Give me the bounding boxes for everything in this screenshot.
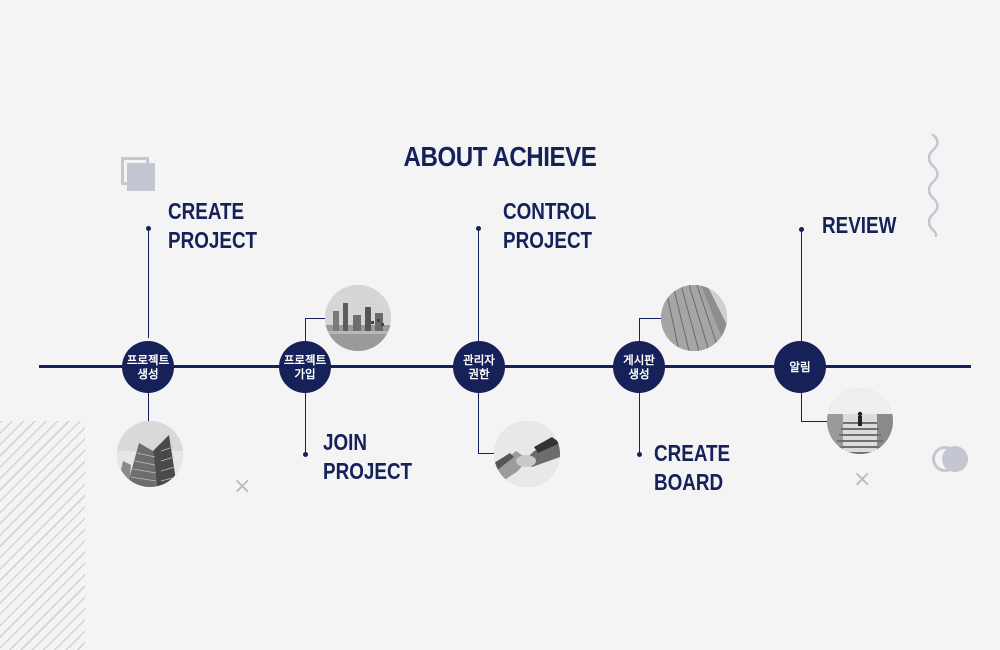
overlapping-squares-decoration [121, 157, 155, 191]
label-control-project: CONTROL PROJECT [503, 198, 597, 253]
city-skyline-icon [325, 285, 391, 351]
connector-dot [476, 226, 481, 231]
x-mark-icon: × [853, 467, 872, 492]
connector-line [478, 392, 479, 454]
stairs-person-icon [827, 388, 893, 454]
connector-dot [303, 452, 308, 457]
city-skyscraper-icon [117, 421, 183, 487]
connector-line [801, 229, 802, 342]
connector-line [305, 318, 327, 319]
timeline-node-notification[interactable]: 알림 [774, 341, 826, 393]
connector-line [801, 392, 802, 422]
label-review: REVIEW [822, 212, 897, 238]
connector-line [639, 318, 640, 342]
timeline-axis [39, 365, 971, 368]
diagonal-stripes-decoration [0, 421, 85, 650]
handshake-icon [494, 421, 560, 487]
connector-dot [799, 227, 804, 232]
building-facade-icon [661, 285, 727, 351]
label-create-project: CREATE PROJECT [168, 198, 258, 253]
connector-line [478, 228, 479, 342]
connector-line [639, 392, 640, 454]
toggle-circles-decoration [932, 446, 968, 472]
connector-dot [637, 452, 642, 457]
connector-line [305, 392, 306, 454]
connector-line [305, 318, 306, 342]
connector-line [148, 392, 149, 422]
x-mark-icon: × [233, 474, 252, 499]
label-create-board: CREATE BOARD [654, 440, 731, 495]
connector-line [148, 228, 149, 338]
connector-line [639, 318, 663, 319]
page-title: ABOUT ACHIEVE [403, 141, 597, 172]
label-join-project: JOIN PROJECT [323, 429, 413, 484]
connector-line [801, 421, 829, 422]
connector-line [478, 453, 496, 454]
zigzag-wave-decoration [928, 133, 939, 237]
connector-dot [146, 226, 151, 231]
